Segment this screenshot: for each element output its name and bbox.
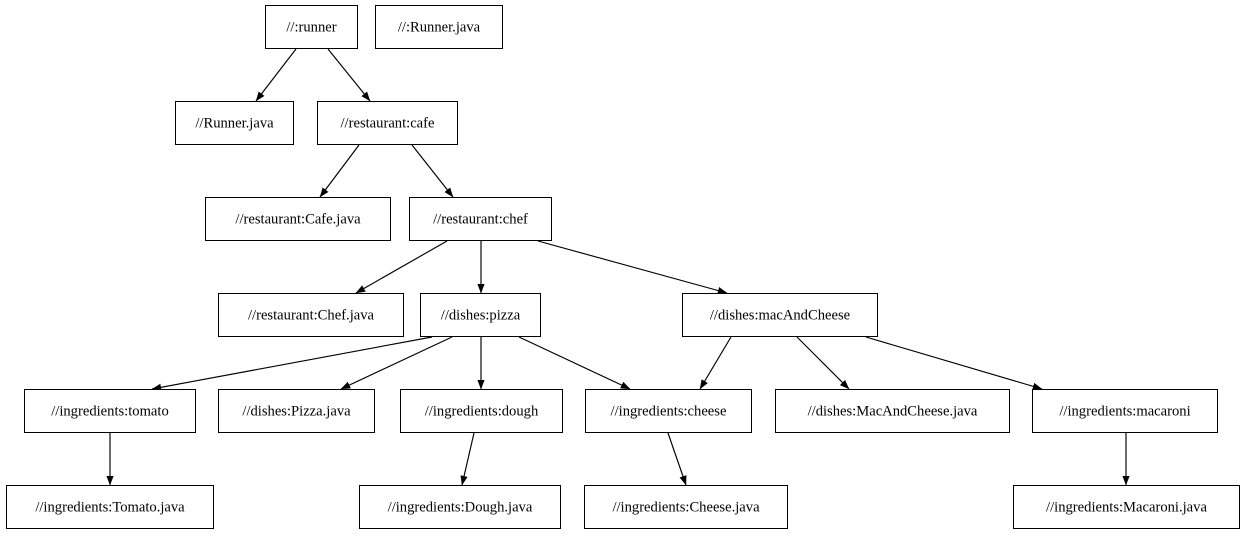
graph-node-chef_java[interactable]: //restaurant:Chef.java — [218, 293, 404, 337]
graph-node-label: //:Runner.java — [397, 19, 481, 36]
graph-edge-restaurant_chef-to-chef_java — [355, 240, 448, 294]
graph-node-label: //ingredients:dough — [424, 403, 539, 420]
graph-node-label: //restaurant:cafe — [340, 115, 435, 132]
graph-node-tomato_java[interactable]: //ingredients:Tomato.java — [6, 485, 214, 529]
graph-node-label: //restaurant:Cafe.java — [235, 211, 361, 228]
graph-node-pizza_java[interactable]: //dishes:Pizza.java — [218, 389, 375, 433]
graph-node-macaroni_java[interactable]: //ingredients:Macaroni.java — [1013, 485, 1240, 529]
graph-edge-restaurant_cafe-to-restaurant_chef — [411, 144, 454, 198]
graph-node-label: //:runner — [286, 19, 337, 36]
graph-node-runner[interactable]: //:runner — [265, 5, 358, 49]
graph-edge-ing_cheese-to-cheese_java — [667, 432, 687, 486]
graph-node-label: //restaurant:chef — [433, 211, 528, 228]
graph-node-label: //Runner.java — [195, 115, 274, 132]
graph-node-ing_dough[interactable]: //ingredients:dough — [400, 389, 563, 433]
graph-edge-ing_dough-to-dough_java — [460, 432, 475, 486]
graph-node-label: //dishes:Pizza.java — [242, 403, 351, 420]
graph-node-mac_java[interactable]: //dishes:MacAndCheese.java — [775, 389, 1010, 433]
graph-node-label: //restaurant:Chef.java — [247, 307, 375, 324]
graph-edge-runner-to-restaurant_cafe — [327, 48, 371, 102]
graph-edge-restaurant_cafe-to-cafe_java — [319, 144, 360, 198]
graph-node-restaurant_chef[interactable]: //restaurant:chef — [409, 197, 552, 241]
graph-node-label: //ingredients:Tomato.java — [35, 499, 185, 516]
graph-node-cheese_java[interactable]: //ingredients:Cheese.java — [584, 485, 788, 529]
graph-edge-dishes_mac-to-ing_cheese — [699, 336, 732, 390]
graph-edge-restaurant_chef-to-dishes_mac — [537, 240, 728, 295]
graph-node-label: //ingredients:tomato — [51, 403, 169, 420]
graph-edge-dishes_mac-to-mac_java — [796, 336, 850, 390]
graph-node-ing_macaroni[interactable]: //ingredients:macaroni — [1032, 389, 1218, 433]
graph-node-label: //ingredients:cheese — [610, 403, 727, 420]
graph-node-dishes_pizza[interactable]: //dishes:pizza — [420, 293, 541, 337]
graph-edge-dishes_pizza-to-ing_cheese — [518, 336, 631, 390]
graph-node-ing_tomato[interactable]: //ingredients:tomato — [24, 389, 196, 433]
graph-node-dough_java[interactable]: //ingredients:Dough.java — [359, 485, 561, 529]
graph-node-label: //ingredients:Dough.java — [387, 499, 533, 516]
graph-node-label: //dishes:macAndCheese — [709, 307, 851, 324]
graph-node-dishes_mac[interactable]: //dishes:macAndCheese — [682, 293, 878, 337]
graph-node-label: //ingredients:macaroni — [1059, 403, 1191, 420]
graph-node-ing_cheese[interactable]: //ingredients:cheese — [585, 389, 752, 433]
graph-node-runner_java[interactable]: //Runner.java — [175, 101, 294, 145]
graph-node-runner_java_root[interactable]: //:Runner.java — [375, 5, 503, 49]
graph-edge-dishes_pizza-to-pizza_java — [340, 336, 453, 390]
graph-node-label: //dishes:pizza — [440, 307, 521, 324]
graph-edge-runner-to-runner_java — [255, 48, 297, 102]
graph-node-label: //ingredients:Macaroni.java — [1046, 499, 1207, 516]
graph-node-label: //dishes:MacAndCheese.java — [807, 403, 978, 420]
graph-node-restaurant_cafe[interactable]: //restaurant:cafe — [317, 101, 458, 145]
graph-node-label: //ingredients:Cheese.java — [612, 499, 760, 516]
graph-edge-dishes_mac-to-ing_macaroni — [865, 336, 1043, 390]
graph-edge-dishes_pizza-to-ing_tomato — [151, 336, 433, 391]
graph-node-cafe_java[interactable]: //restaurant:Cafe.java — [205, 197, 391, 241]
